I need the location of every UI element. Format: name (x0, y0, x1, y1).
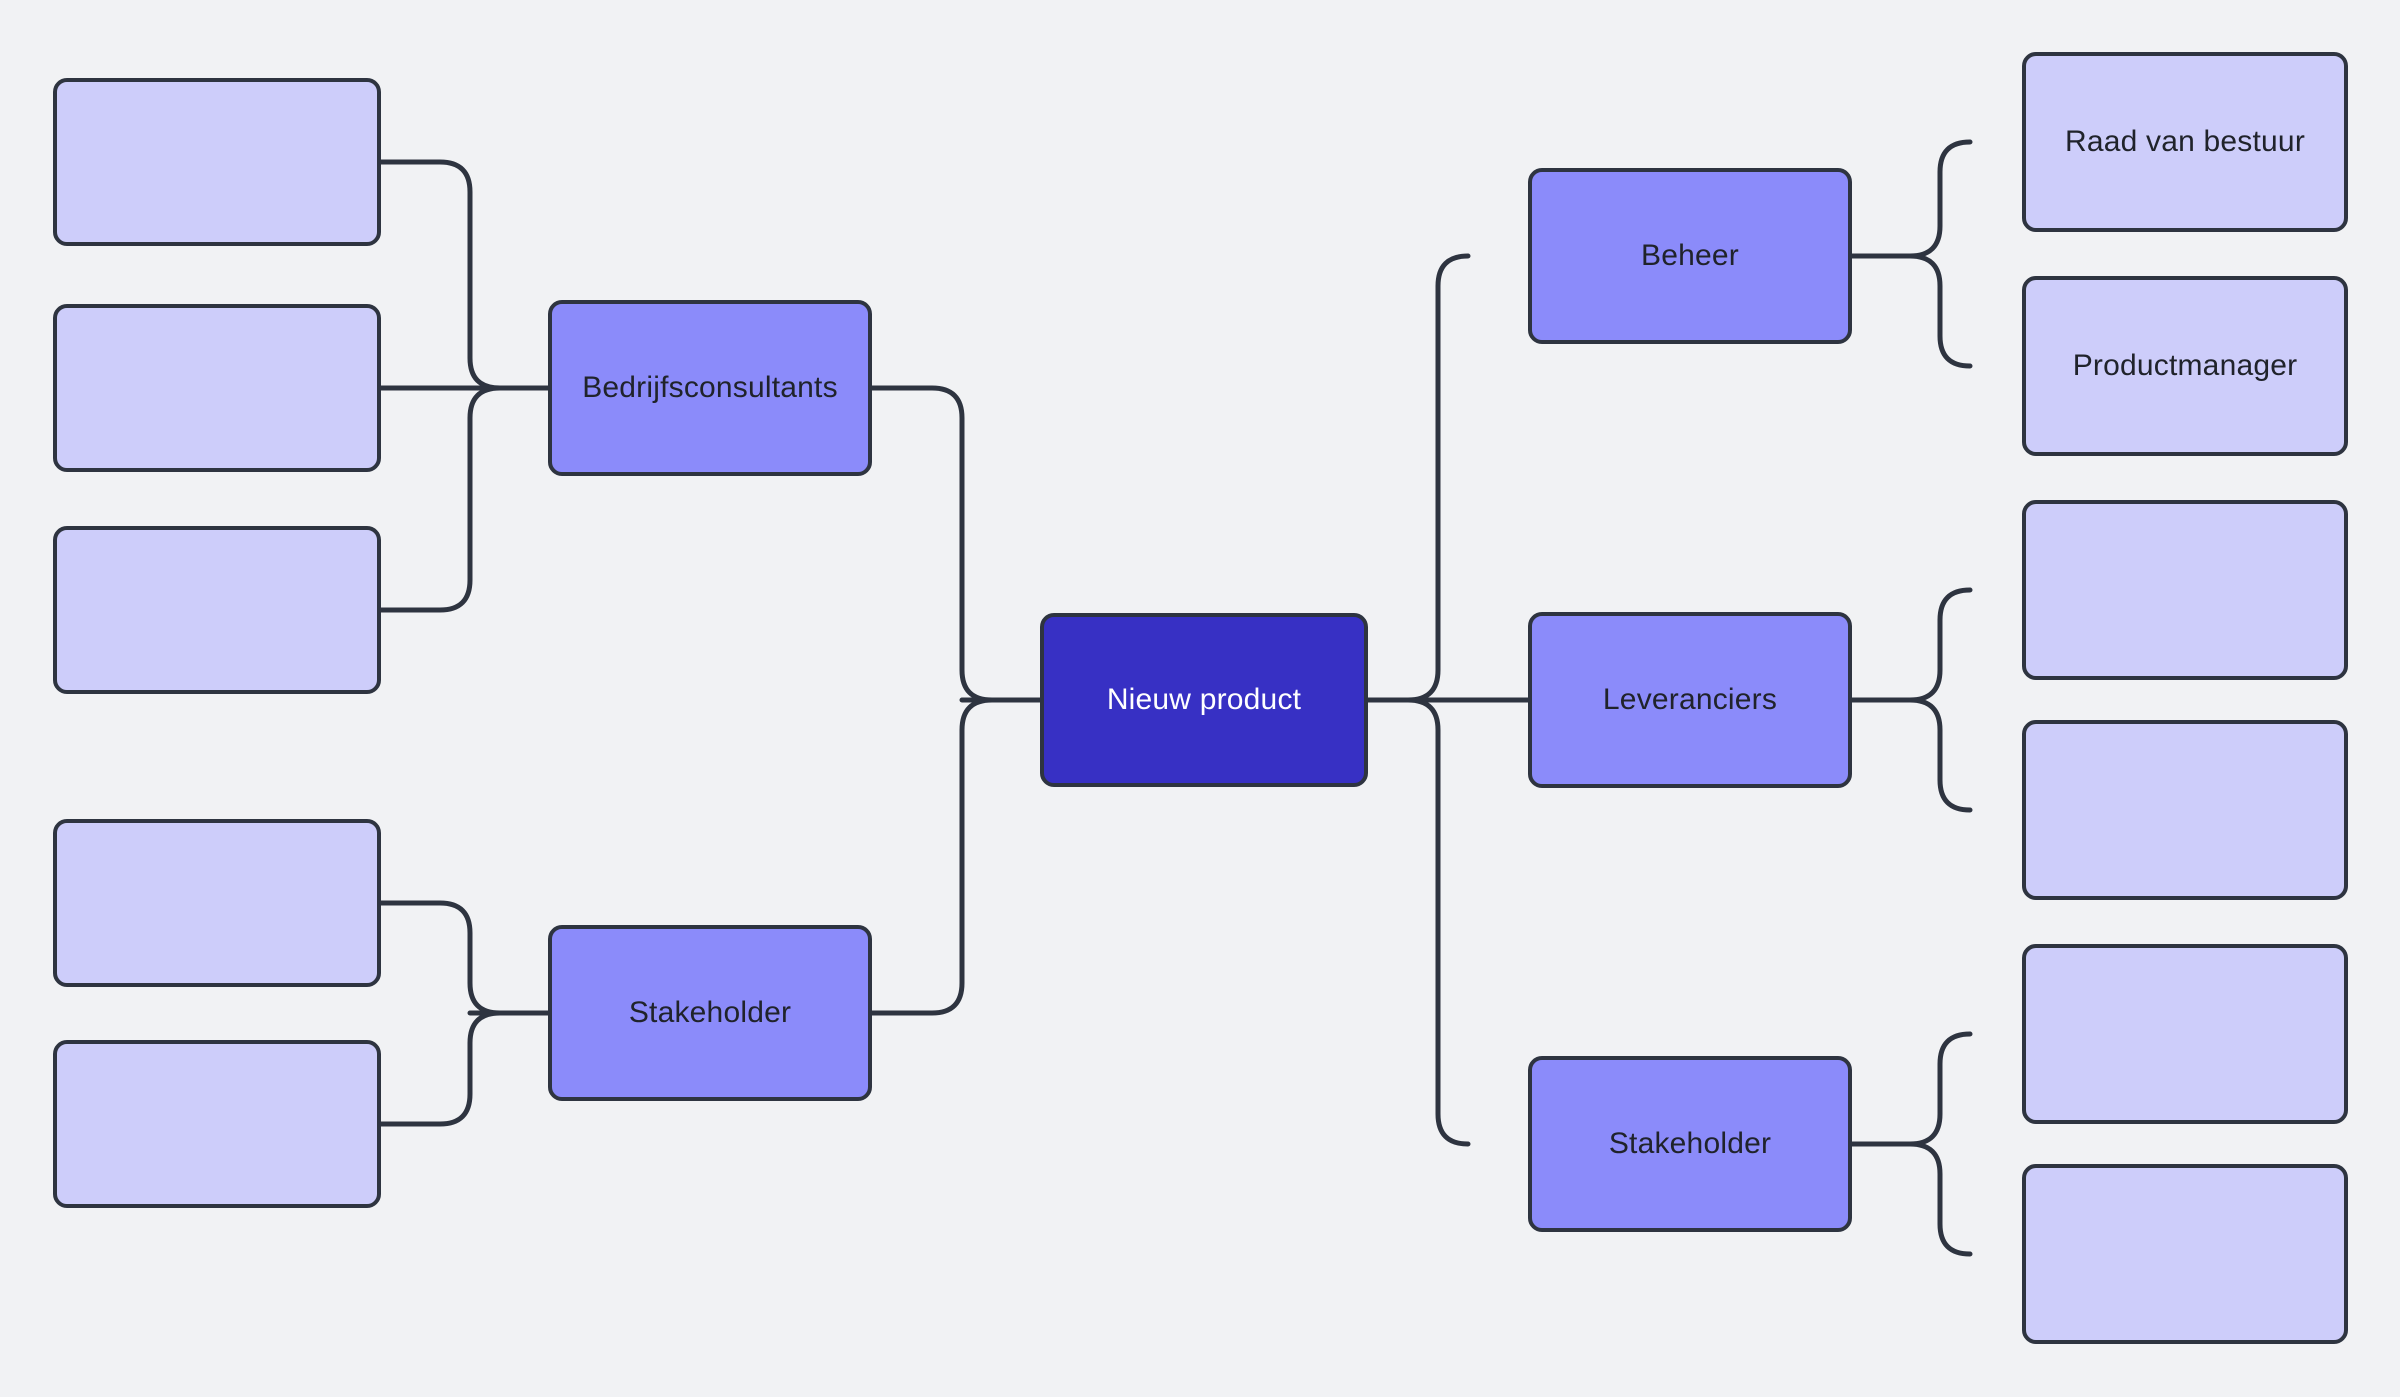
edge-stakeholder-left-to-root (869, 697, 995, 1016)
branch-node-stakeholder-right[interactable]: Stakeholder (1528, 1056, 1852, 1232)
leaf-node-productmanager[interactable]: Productmanager (2022, 276, 2348, 456)
edge-leaf1-to-bedrijfsconsultants (378, 159, 503, 391)
edge-stakeholder-right-to-child1 (1849, 1031, 1973, 1147)
root-node-nieuw-product[interactable]: Nieuw product (1040, 613, 1368, 787)
edge-leveranciers-to-child2 (1849, 697, 1973, 813)
edge-leaf5-to-stakeholder-left (378, 1010, 503, 1127)
edge-leaf3-to-bedrijfsconsultants (378, 385, 503, 613)
leaf-node-right-stakeholder-2[interactable] (2022, 1164, 2348, 1344)
leaf-node-right-leveranciers-2[interactable] (2022, 720, 2348, 900)
leaf-node-left-3[interactable] (53, 526, 381, 694)
edge-stakeholder-right-to-child2 (1849, 1141, 1973, 1257)
edge-leaf4-to-stakeholder-left (378, 900, 503, 1016)
leaf-node-left-1[interactable] (53, 78, 381, 246)
node-label: Stakeholder (1608, 1127, 1772, 1160)
edge-leveranciers-to-child1 (1849, 587, 1973, 703)
node-label: Stakeholder (628, 996, 792, 1029)
node-label: Beheer (1641, 239, 1739, 272)
leaf-node-right-stakeholder-1[interactable] (2022, 944, 2348, 1124)
leaf-node-left-5[interactable] (53, 1040, 381, 1208)
branch-node-stakeholder-left[interactable]: Stakeholder (548, 925, 872, 1101)
node-label: Raad van bestuur (2064, 125, 2306, 158)
edge-bedrijfsconsultants-to-root (869, 385, 995, 703)
edge-root-to-beheer (1365, 253, 1471, 703)
node-label: Leveranciers (1602, 683, 1778, 716)
node-label: Productmanager (2072, 349, 2298, 382)
node-label: Bedrijfsconsultants (582, 371, 838, 404)
leaf-node-raad-van-bestuur[interactable]: Raad van bestuur (2022, 52, 2348, 232)
branch-node-leveranciers[interactable]: Leveranciers (1528, 612, 1852, 788)
node-label: Nieuw product (1106, 683, 1302, 716)
edge-beheer-to-productmanager (1849, 253, 1973, 369)
branch-node-beheer[interactable]: Beheer (1528, 168, 1852, 344)
leaf-node-left-4[interactable] (53, 819, 381, 987)
leaf-node-left-2[interactable] (53, 304, 381, 472)
branch-node-bedrijfsconsultants[interactable]: Bedrijfsconsultants (548, 300, 872, 476)
edge-beheer-to-raad-van-bestuur (1849, 139, 1973, 259)
edge-root-to-stakeholder-right (1365, 697, 1471, 1147)
leaf-node-right-leveranciers-1[interactable] (2022, 500, 2348, 680)
